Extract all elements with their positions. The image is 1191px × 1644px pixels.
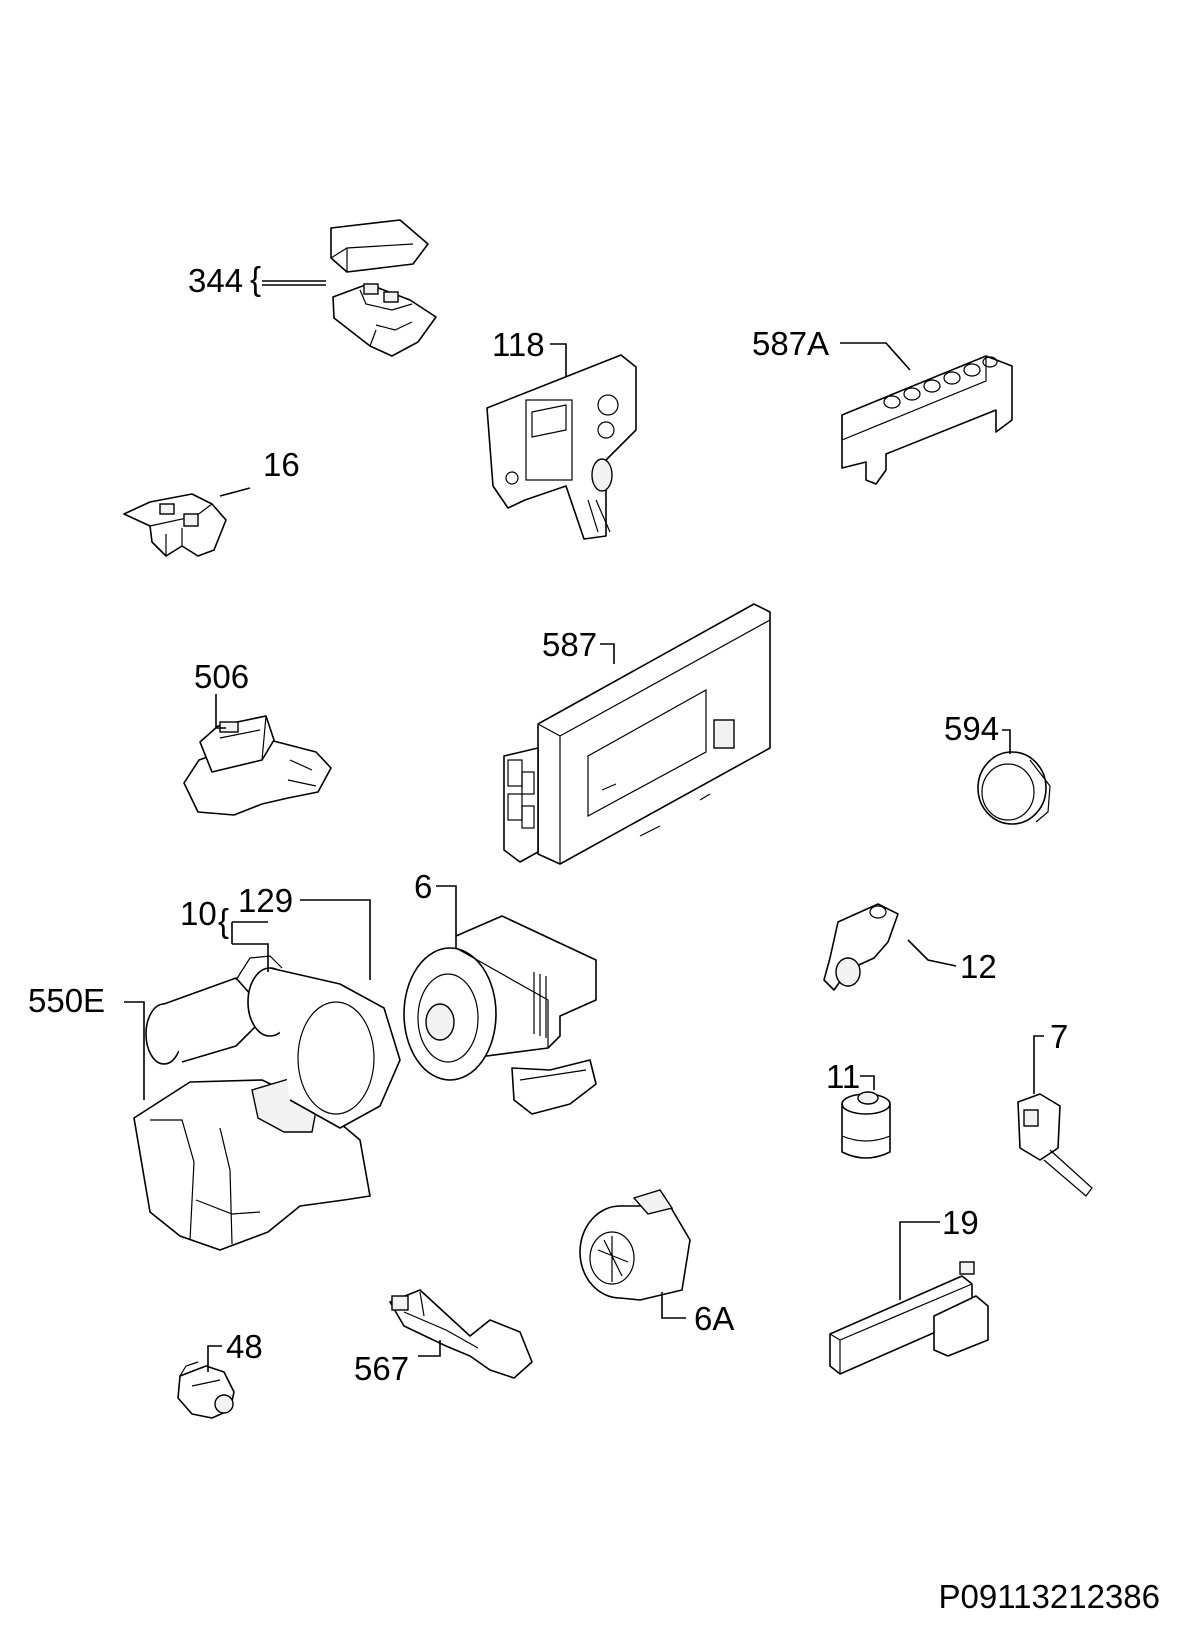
label-587: 587 bbox=[542, 626, 597, 663]
part-7[interactable] bbox=[1017, 1093, 1093, 1197]
label-550E: 550E bbox=[28, 982, 105, 1019]
label-7: 7 bbox=[1050, 1018, 1068, 1055]
label-587A: 587A bbox=[752, 325, 829, 362]
label-48: 48 bbox=[226, 1328, 263, 1365]
part-567[interactable] bbox=[389, 1289, 533, 1379]
label-12: 12 bbox=[960, 948, 997, 985]
label-16: 16 bbox=[263, 446, 300, 483]
label-10: 10 bbox=[180, 895, 217, 932]
part-344[interactable] bbox=[330, 219, 437, 357]
part-587[interactable] bbox=[503, 603, 771, 865]
part-118[interactable] bbox=[486, 354, 637, 540]
part-587A[interactable] bbox=[841, 355, 1013, 485]
part-11[interactable] bbox=[841, 1091, 891, 1159]
part-6[interactable] bbox=[403, 915, 597, 1115]
drawing-code: P09113212386 bbox=[939, 1578, 1160, 1615]
label-6A: 6A bbox=[694, 1300, 734, 1337]
part-16[interactable] bbox=[123, 493, 227, 557]
svg-text:{: { bbox=[218, 902, 229, 939]
part-506[interactable] bbox=[183, 715, 332, 816]
label-19: 19 bbox=[942, 1204, 979, 1241]
svg-text:{: { bbox=[250, 260, 261, 297]
label-567: 567 bbox=[354, 1350, 409, 1387]
label-344: 344 bbox=[188, 262, 243, 299]
label-129: 129 bbox=[238, 882, 293, 919]
part-129[interactable] bbox=[145, 955, 401, 1129]
part-6A[interactable] bbox=[579, 1189, 691, 1301]
label-6: 6 bbox=[414, 868, 432, 905]
part-550E[interactable] bbox=[133, 1077, 371, 1251]
part-594[interactable] bbox=[977, 751, 1051, 825]
label-594: 594 bbox=[944, 710, 999, 747]
label-11: 11 bbox=[826, 1058, 860, 1095]
label-506: 506 bbox=[194, 658, 249, 695]
part-19[interactable] bbox=[829, 1261, 989, 1375]
part-48[interactable] bbox=[177, 1361, 235, 1419]
part-12[interactable] bbox=[823, 903, 899, 991]
label-118: 118 bbox=[492, 326, 545, 363]
